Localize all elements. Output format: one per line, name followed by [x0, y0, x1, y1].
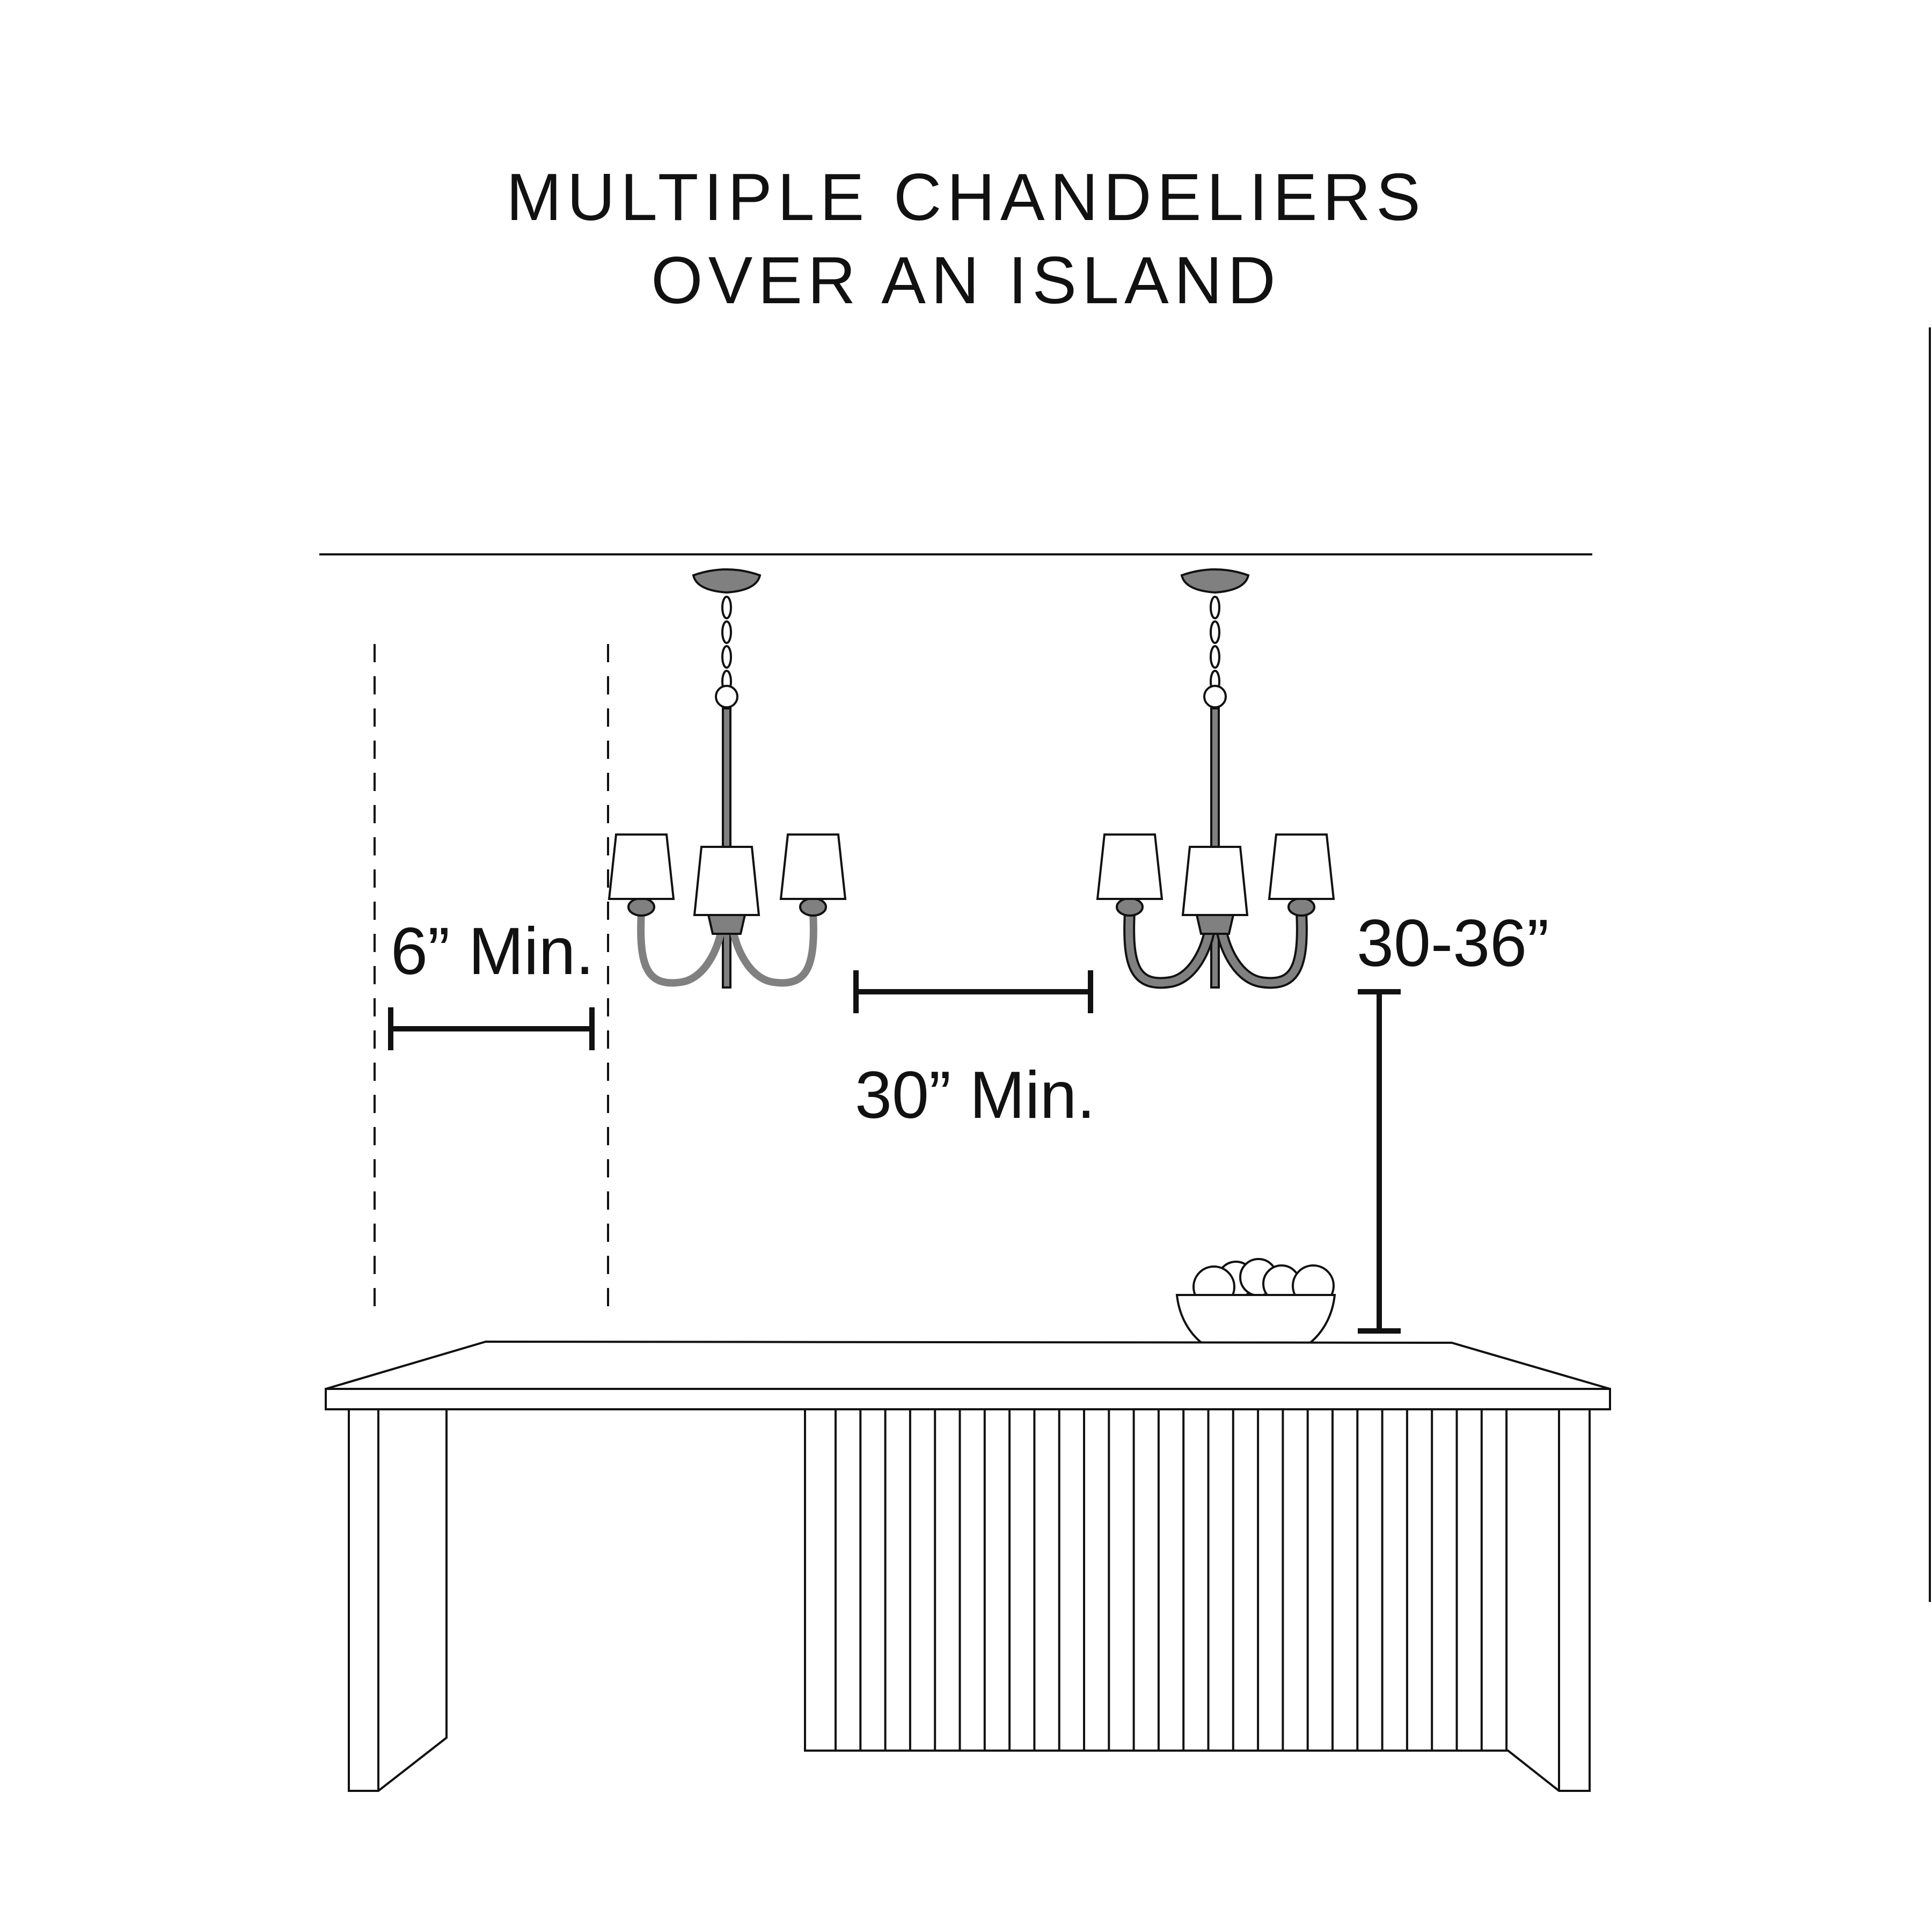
left-socket: [1116, 897, 1144, 917]
chain: [1210, 596, 1220, 693]
title-line-1: MULTIPLE CHANDELIERS: [506, 160, 1426, 235]
left-socket: [627, 897, 655, 917]
island-top-edge: [325, 1388, 1611, 1410]
center-socket: [1195, 914, 1235, 935]
chandelier-right: [1096, 568, 1335, 989]
center-socket: [707, 914, 747, 935]
edge-clearance-dimension-bar: [388, 1007, 595, 1050]
spacing-label: 30” Min.: [855, 1058, 1095, 1132]
chain-ring: [715, 685, 738, 708]
left-shade: [1096, 833, 1163, 900]
edge-clearance-label: 6” Min.: [391, 914, 594, 989]
left-end-panel: [348, 1408, 448, 1792]
chandelier-left: [608, 568, 847, 989]
right-socket: [1287, 897, 1315, 917]
ceiling-canopy: [1180, 568, 1250, 594]
island-top-surface: [325, 1340, 1611, 1390]
height-dimension-bar: [1358, 989, 1401, 1334]
kitchen-island: [325, 1340, 1611, 1792]
left-shade: [608, 833, 675, 900]
center-shade: [1181, 846, 1249, 916]
spacing-dimension-bar: [853, 970, 1093, 1013]
slatted-base: [804, 1408, 1591, 1792]
height-label: 30-36”: [1357, 906, 1549, 980]
ceiling-canopy: [692, 568, 762, 594]
base-slats: [835, 1409, 1508, 1751]
center-shade: [693, 846, 760, 916]
right-socket: [799, 897, 827, 917]
title-line-2: OVER AN ISLAND: [651, 244, 1281, 318]
chain-ring: [1203, 685, 1227, 708]
chain: [721, 596, 732, 693]
right-shade: [779, 833, 847, 900]
right-shade: [1268, 833, 1335, 900]
